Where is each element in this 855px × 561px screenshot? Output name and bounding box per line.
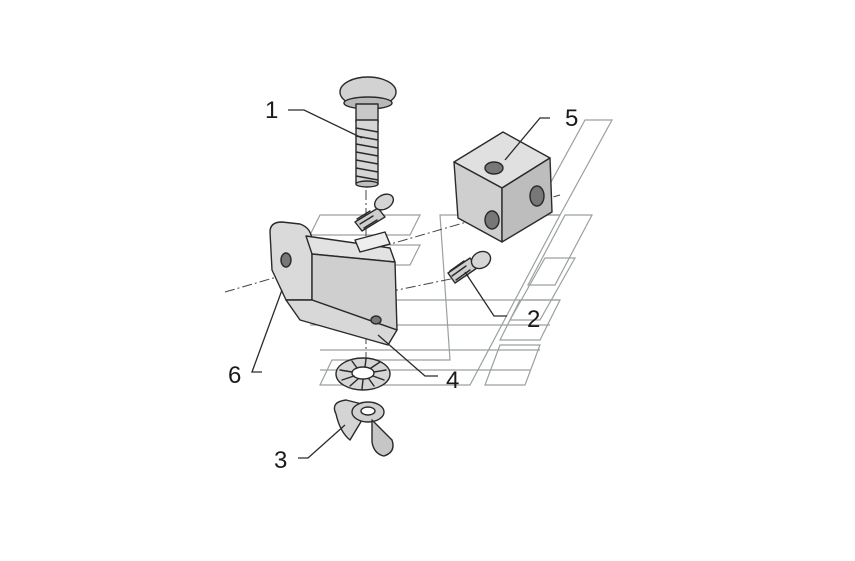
callout-6: 6	[228, 362, 241, 389]
callout-3: 3	[274, 447, 287, 474]
callout-1: 1	[265, 97, 278, 124]
hex-screw	[447, 250, 492, 284]
callout-4: 4	[446, 367, 459, 394]
callout-2: 2	[527, 306, 540, 333]
wing-nut	[333, 399, 394, 457]
mounting-bracket	[269, 221, 398, 346]
carriage-bolt	[339, 76, 397, 188]
small-screw-upper	[354, 193, 395, 232]
callout-5: 5	[565, 105, 578, 132]
square-clamp-block	[453, 131, 553, 243]
leader-lines	[251, 109, 550, 459]
lock-washer	[335, 357, 391, 391]
